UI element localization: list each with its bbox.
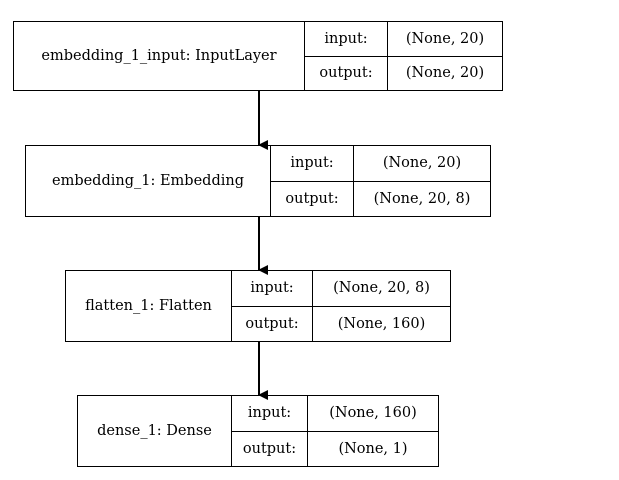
output-label: output:	[231, 305, 313, 342]
layer-name: embedding_1: Embedding	[25, 145, 271, 217]
layer-node-dense: dense_1: Dense input: (None, 160) output…	[77, 395, 439, 467]
output-shape: (None, 160)	[312, 305, 451, 342]
input-shape: (None, 20)	[353, 145, 491, 182]
layer-node-input: embedding_1_input: InputLayer input: (No…	[13, 21, 503, 91]
layer-node-flatten: flatten_1: Flatten input: (None, 20, 8) …	[65, 270, 451, 342]
output-label: output:	[304, 55, 388, 91]
layer-node-embedding: embedding_1: Embedding input: (None, 20)…	[25, 145, 491, 217]
output-label: output:	[231, 430, 308, 467]
input-label: input:	[270, 145, 354, 182]
input-shape: (None, 160)	[307, 395, 439, 432]
layer-name: flatten_1: Flatten	[65, 270, 232, 342]
input-label: input:	[231, 270, 313, 307]
output-shape: (None, 20, 8)	[353, 180, 491, 217]
output-shape: (None, 1)	[307, 430, 439, 467]
input-label: input:	[231, 395, 308, 432]
input-shape: (None, 20, 8)	[312, 270, 451, 307]
output-label: output:	[270, 180, 354, 217]
input-shape: (None, 20)	[387, 21, 503, 57]
output-shape: (None, 20)	[387, 55, 503, 91]
layer-name: dense_1: Dense	[77, 395, 232, 467]
input-label: input:	[304, 21, 388, 57]
layer-name: embedding_1_input: InputLayer	[13, 21, 305, 91]
